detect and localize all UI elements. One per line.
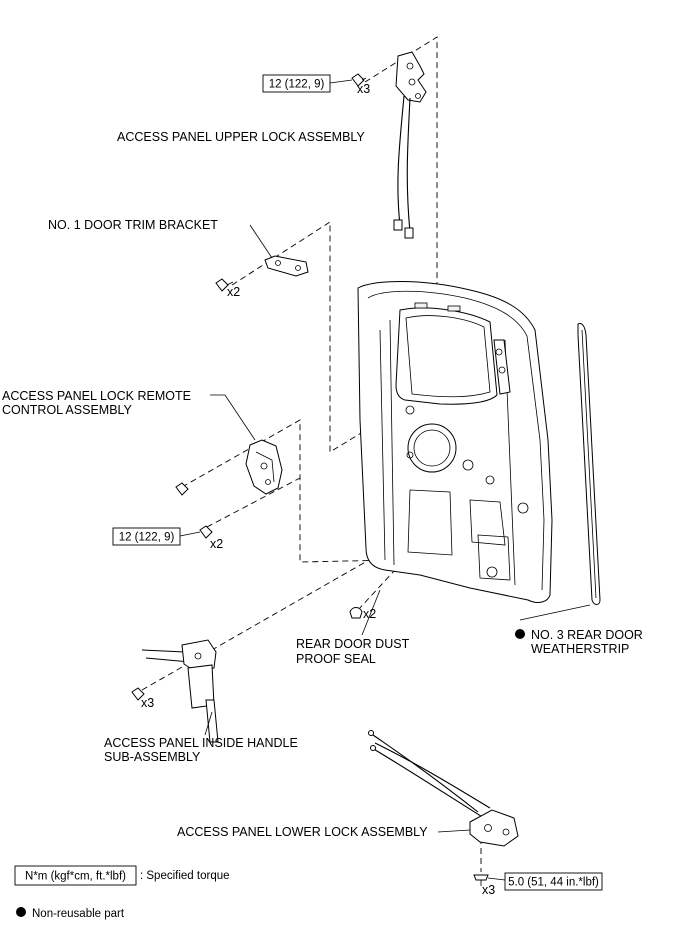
- svg-text:12 (122, 9): 12 (122, 9): [119, 532, 175, 544]
- qty-dust-seal: x2: [363, 607, 376, 621]
- label-inside-handle-1: ACCESS PANEL INSIDE HANDLE: [104, 736, 298, 750]
- qty-remote-bolts: x2: [210, 537, 223, 551]
- trim-bracket-part: [215, 255, 309, 292]
- lower-lock-part: [368, 730, 519, 886]
- upper-lock-bolt: [351, 73, 367, 87]
- svg-text:5.0 (51, 44 in.*lbf): 5.0 (51, 44 in.*lbf): [508, 877, 599, 889]
- dust-seal-part: [349, 607, 363, 619]
- trim-bracket-screw: [215, 278, 234, 292]
- label-lower-lock: ACCESS PANEL LOWER LOCK ASSEMBLY: [177, 825, 428, 839]
- qty-upper-bolts: x3: [357, 82, 370, 96]
- inside-handle-part: [131, 639, 219, 743]
- torque-box-upper-lock: 12 (122, 9): [262, 74, 353, 93]
- weatherstrip-part: [577, 323, 601, 605]
- label-remote-control-1: ACCESS PANEL LOCK REMOTE: [2, 389, 191, 403]
- legend-torque-unit: N*m (kgf*cm, ft.*lbf): [25, 871, 126, 883]
- upper-lock-part: [351, 51, 427, 239]
- label-weatherstrip-2: WEATHERSTRIP: [531, 642, 629, 656]
- inside-handle-screw: [131, 687, 145, 701]
- label-weatherstrip-1: NO. 3 REAR DOOR: [531, 628, 643, 642]
- label-dust-seal-2: PROOF SEAL: [296, 652, 376, 666]
- torque-box-remote-control: 12 (122, 9): [112, 527, 201, 546]
- legend-torque-desc: : Specified torque: [140, 870, 230, 882]
- qty-bracket-screws: x2: [227, 285, 240, 299]
- lower-lock-screw: [473, 874, 489, 886]
- nonreusable-bullet-weatherstrip: [515, 629, 525, 639]
- label-upper-lock: ACCESS PANEL UPPER LOCK ASSEMBLY: [117, 130, 365, 144]
- remote-control-part: [175, 439, 283, 539]
- remote-control-bolt-lower: [199, 525, 213, 539]
- leader-lines: [204, 224, 591, 833]
- label-trim-bracket: NO. 1 DOOR TRIM BRACKET: [48, 218, 218, 232]
- svg-text:12 (122, 9): 12 (122, 9): [269, 79, 325, 91]
- label-inside-handle-2: SUB-ASSEMBLY: [104, 750, 201, 764]
- qty-handle-screws: x3: [141, 696, 154, 710]
- legend: N*m (kgf*cm, ft.*lbf) : Specified torque…: [14, 865, 230, 920]
- label-remote-control-2: CONTROL ASSEMBLY: [2, 403, 133, 417]
- torque-box-lower-lock: 5.0 (51, 44 in.*lbf): [487, 872, 603, 891]
- qty-lower-screws: x3: [482, 883, 495, 897]
- remote-control-bolt-upper: [175, 482, 189, 496]
- nonreusable-bullet-legend: [16, 907, 26, 917]
- rear-door-panel: [357, 281, 553, 603]
- label-dust-seal-1: REAR DOOR DUST: [296, 637, 410, 651]
- legend-nonreusable-desc: Non-reusable part: [32, 908, 125, 920]
